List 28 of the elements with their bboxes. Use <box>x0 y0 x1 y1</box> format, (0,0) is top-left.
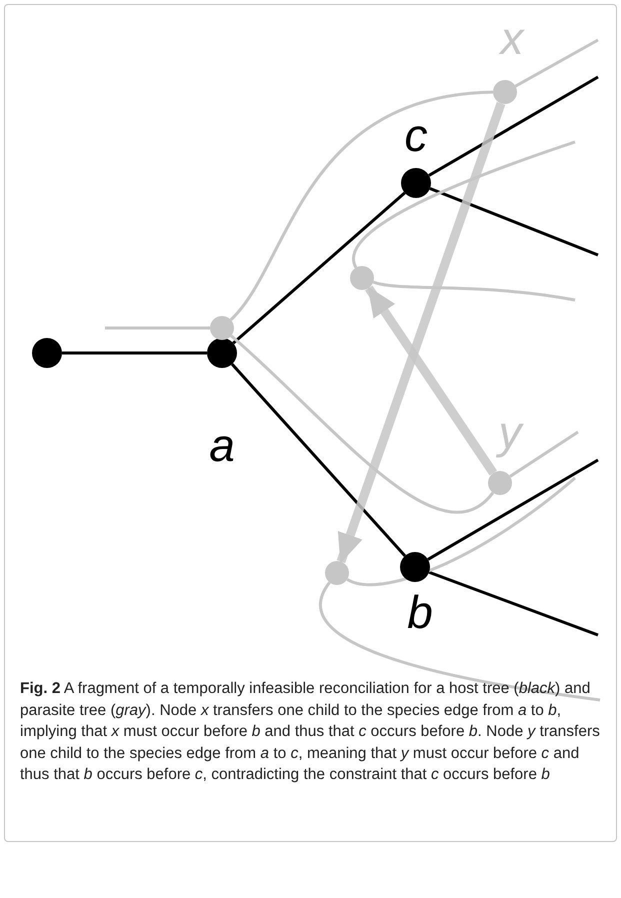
tree-branch-line <box>232 192 406 344</box>
tree-branch-line <box>230 363 406 557</box>
tree-branch-line <box>230 334 494 514</box>
tree-branch-line <box>346 476 576 586</box>
tree-branch-line <box>352 140 576 268</box>
parasite-node-dot <box>325 561 349 585</box>
node-label: x <box>500 15 524 61</box>
parasite-node-dot <box>350 266 374 290</box>
host-node-dot <box>32 338 62 368</box>
tree-branch-line <box>428 570 599 636</box>
node-label: y <box>498 409 522 455</box>
tree-branch-line <box>230 90 494 321</box>
tree-branch-line <box>372 280 576 302</box>
tree-branch-line <box>509 430 579 478</box>
transfer-arrow <box>364 285 498 476</box>
node-label: a <box>209 422 235 468</box>
tree-branch-line <box>62 352 207 354</box>
parasite-node-dot <box>210 316 234 340</box>
tree-branch-line <box>427 458 599 561</box>
tree-branch-line <box>105 326 210 330</box>
tree-branch-line <box>428 76 599 177</box>
transfer-arrow <box>336 102 506 564</box>
tree-branch-line <box>429 187 599 256</box>
node-label: c <box>404 112 428 158</box>
node-label: b <box>407 589 433 635</box>
figure-caption: Fig. 2 A fragment of a temporally infeasible reconciliation for a host tree (black) and parasite tree (gray). Node x transfers one child to the species edge from a to b, implying that x must occur before b and thus that c occurs before b. Node y transfers one child to the species edge from a to c, meaning that y must occur before c and thus that b occurs before c, contradicting the constraint that c occurs before b <box>20 679 601 785</box>
tree-branch-line <box>514 38 599 88</box>
tree-branch-line <box>319 582 600 702</box>
